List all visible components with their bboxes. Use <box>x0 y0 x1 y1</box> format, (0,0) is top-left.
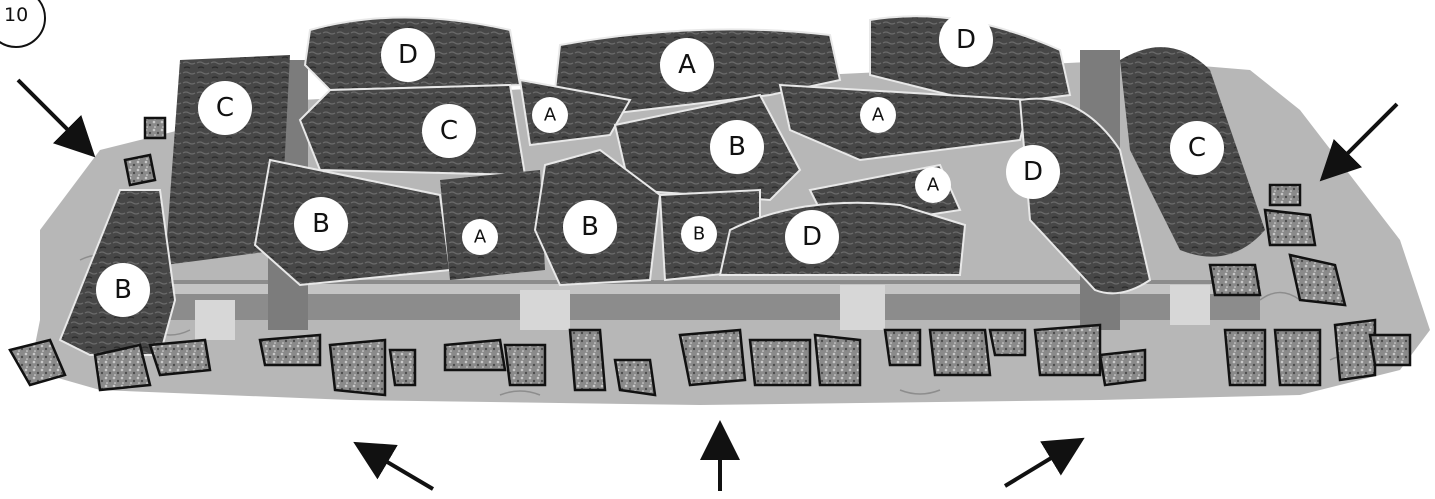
svg-text:A: A <box>544 105 557 126</box>
label-a-1: A <box>660 38 714 92</box>
svg-text:A: A <box>872 105 885 126</box>
label-d-2: D <box>939 13 993 67</box>
svg-text:B: B <box>693 224 705 245</box>
log-c-mid <box>300 85 525 175</box>
svg-text:A: A <box>678 50 696 80</box>
arrow-down-left-icon <box>1331 104 1397 170</box>
label-c-1: C <box>198 81 252 135</box>
svg-text:B: B <box>114 275 132 305</box>
svg-text:D: D <box>398 40 418 70</box>
arrow-down-right-icon <box>18 80 84 146</box>
svg-text:A: A <box>474 227 487 248</box>
svg-text:C: C <box>216 93 234 123</box>
svg-text:D: D <box>1023 157 1043 187</box>
svg-text:B: B <box>581 212 599 242</box>
label-a-2: A <box>532 97 568 133</box>
svg-text:C: C <box>440 116 458 146</box>
label-b-1: B <box>710 120 764 174</box>
label-b-2: B <box>294 197 348 251</box>
label-d-1: D <box>381 28 435 82</box>
label-a-3: A <box>860 97 896 133</box>
svg-text:D: D <box>956 25 976 55</box>
label-a-5: A <box>462 219 498 255</box>
svg-text:A: A <box>927 175 940 196</box>
svg-text:B: B <box>312 209 330 239</box>
label-b-4: B <box>681 216 717 252</box>
label-b-3: B <box>563 200 617 254</box>
label-c-2: C <box>422 104 476 158</box>
label-a-4: A <box>915 167 951 203</box>
label-d-3: D <box>1006 145 1060 199</box>
label-c-3: C <box>1170 121 1224 175</box>
svg-text:B: B <box>728 132 746 162</box>
svg-text:C: C <box>1188 133 1206 163</box>
svg-text:D: D <box>802 222 822 252</box>
arrow-up-left-icon <box>367 450 433 489</box>
arrow-up-right-icon <box>1005 446 1071 486</box>
label-d-4: D <box>785 210 839 264</box>
label-b-5: B <box>96 263 150 317</box>
